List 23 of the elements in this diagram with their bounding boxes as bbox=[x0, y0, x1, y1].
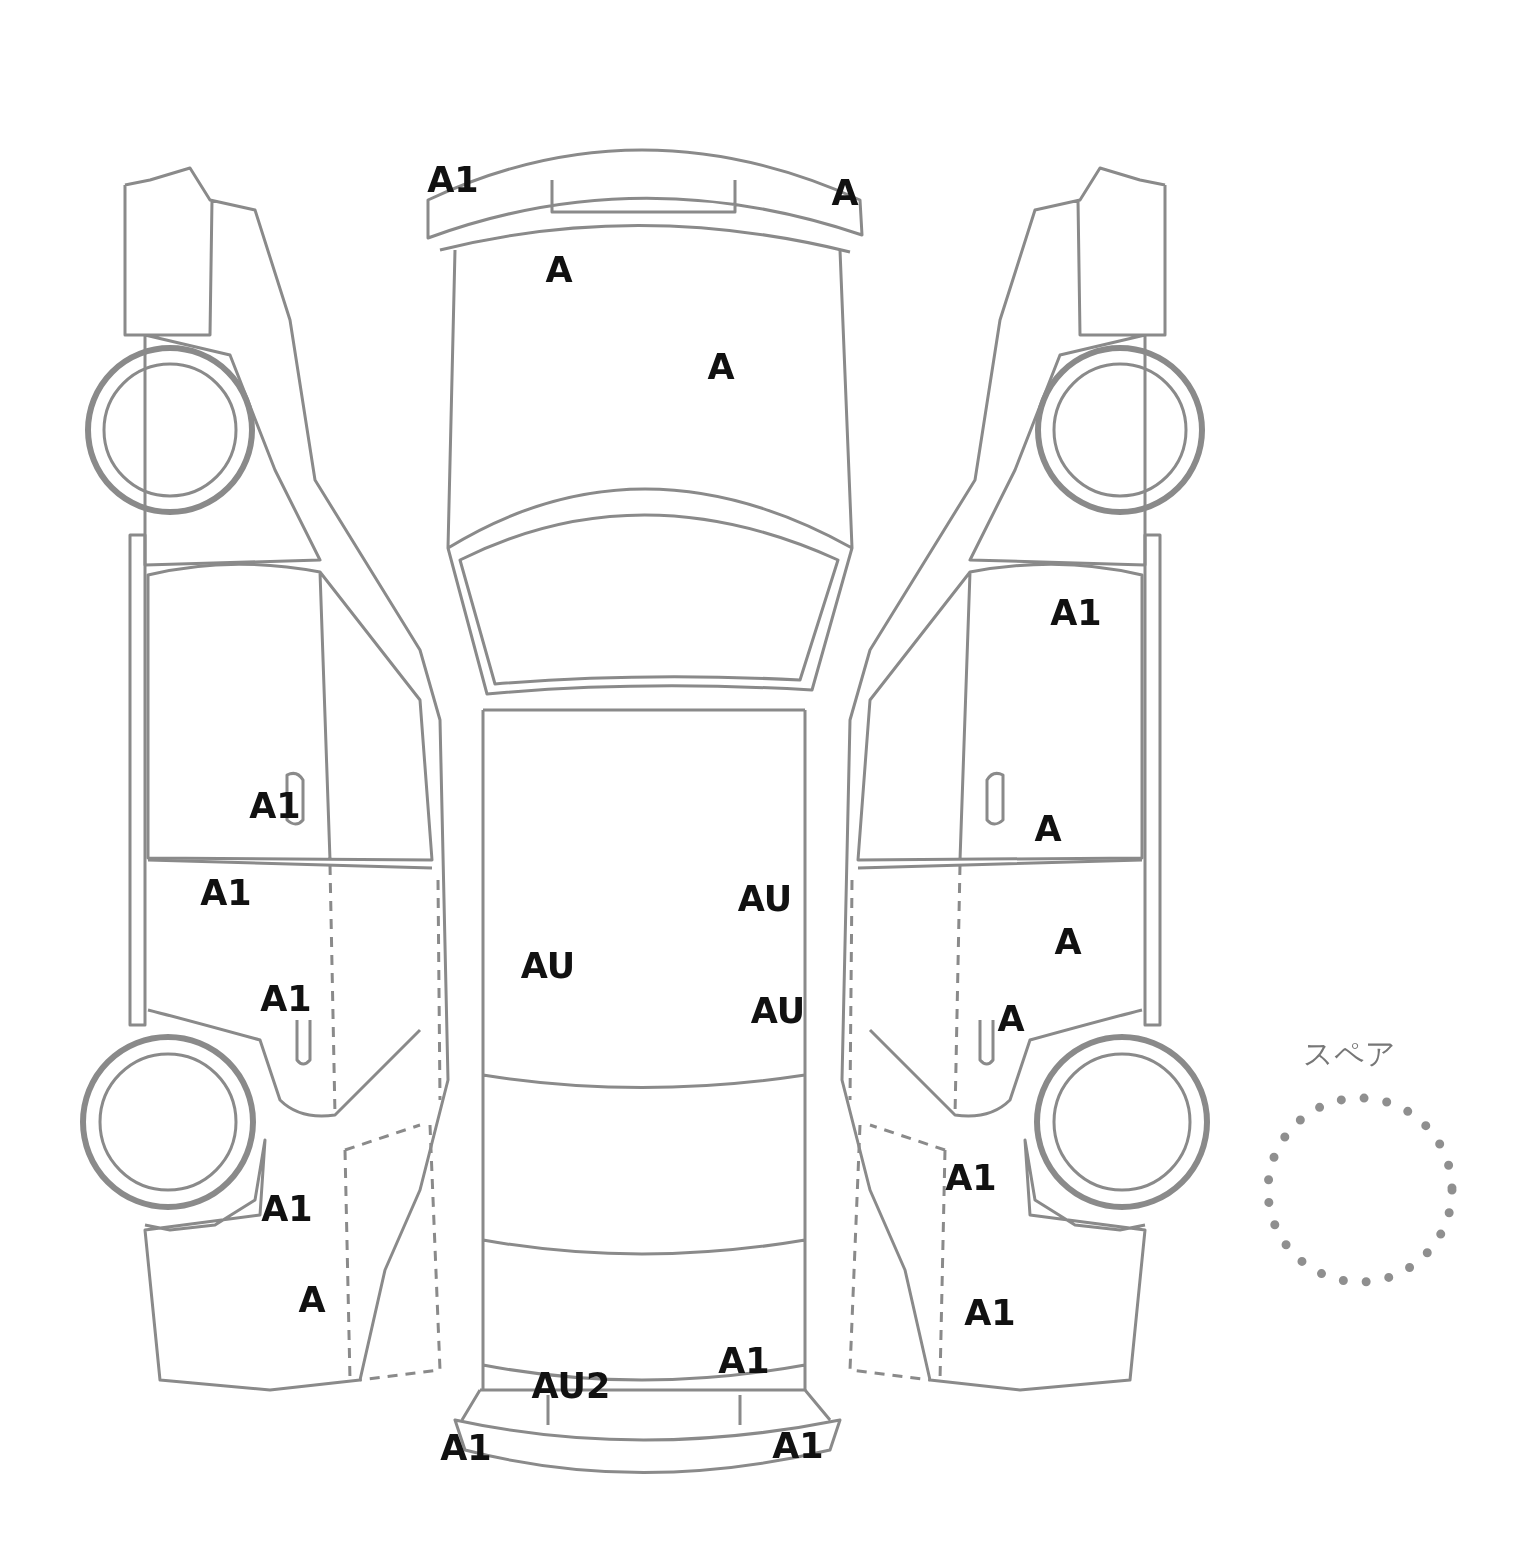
damage-code: A bbox=[1054, 924, 1082, 960]
damage-code: A1 bbox=[772, 1428, 824, 1464]
damage-code: A1 bbox=[964, 1295, 1016, 1331]
damage-code: A1 bbox=[945, 1160, 997, 1196]
damage-code: A1 bbox=[200, 875, 252, 911]
spare-tire-label: スペア bbox=[1303, 1035, 1396, 1073]
damage-code: A bbox=[707, 349, 735, 385]
damage-code: A1 bbox=[261, 1191, 313, 1227]
damage-code: A bbox=[1034, 811, 1062, 847]
damage-code: A1 bbox=[440, 1430, 492, 1466]
damage-code: A bbox=[997, 1001, 1025, 1037]
damage-code: AU2 bbox=[531, 1368, 611, 1404]
damage-code: A bbox=[831, 175, 859, 211]
damage-code: AU bbox=[737, 881, 793, 917]
damage-code: A1 bbox=[260, 981, 312, 1017]
damage-code: A bbox=[298, 1282, 326, 1318]
damage-code: A1 bbox=[1050, 595, 1102, 631]
damage-code: A1 bbox=[718, 1343, 770, 1379]
damage-code: A1 bbox=[427, 162, 479, 198]
damage-code: AU bbox=[750, 993, 806, 1029]
damage-code: AU bbox=[520, 948, 576, 984]
damage-code: A1 bbox=[249, 788, 301, 824]
damage-code: A bbox=[545, 252, 573, 288]
